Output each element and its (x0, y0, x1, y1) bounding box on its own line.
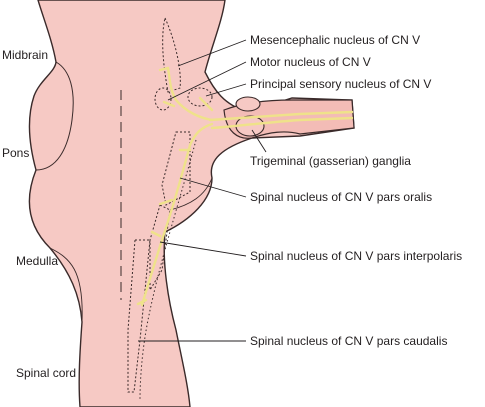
leader-principal-sensory (205, 83, 247, 97)
label-pons: Pons (2, 146, 30, 160)
label-spinal-cord: Spinal cord (16, 366, 77, 380)
label-pars-oralis: Spinal nucleus of CN V pars oralis (250, 190, 433, 204)
label-mesencephalic-nucleus: Mesencephalic nucleus of CN V (250, 33, 421, 47)
leader-pars-oralis (179, 177, 247, 198)
pars-interpolaris-outline (149, 204, 171, 292)
medulla-contour (49, 247, 83, 323)
label-trigeminal-ganglia: Trigeminal (gasserian) ganglia (250, 154, 411, 168)
pons-lower-contour (169, 177, 213, 211)
label-pars-caudalis: Spinal nucleus of CN V pars caudalis (250, 334, 448, 348)
motor-root-bulge (235, 96, 261, 112)
leader-pars-interpolaris (159, 241, 247, 257)
mesencephalic-nucleus-outline (162, 16, 181, 93)
leader-ganglia (251, 129, 267, 153)
label-pars-interpolaris: Spinal nucleus of CN V pars interpolaris (250, 249, 463, 263)
principal-sensory-nucleus-outline (187, 87, 213, 107)
brainstem-outline (28, 0, 355, 407)
fiber-tracts (136, 66, 354, 307)
label-medulla: Medulla (16, 254, 59, 268)
label-principal-sensory-nucleus: Principal sensory nucleus of CN V (250, 77, 432, 91)
leader-lines (138, 39, 267, 342)
pons-contour (35, 61, 74, 171)
label-motor-nucleus: Motor nucleus of CN V (250, 55, 371, 69)
leader-motor (167, 61, 247, 101)
label-midbrain: Midbrain (2, 48, 49, 62)
leader-mesencephalic (177, 39, 247, 67)
